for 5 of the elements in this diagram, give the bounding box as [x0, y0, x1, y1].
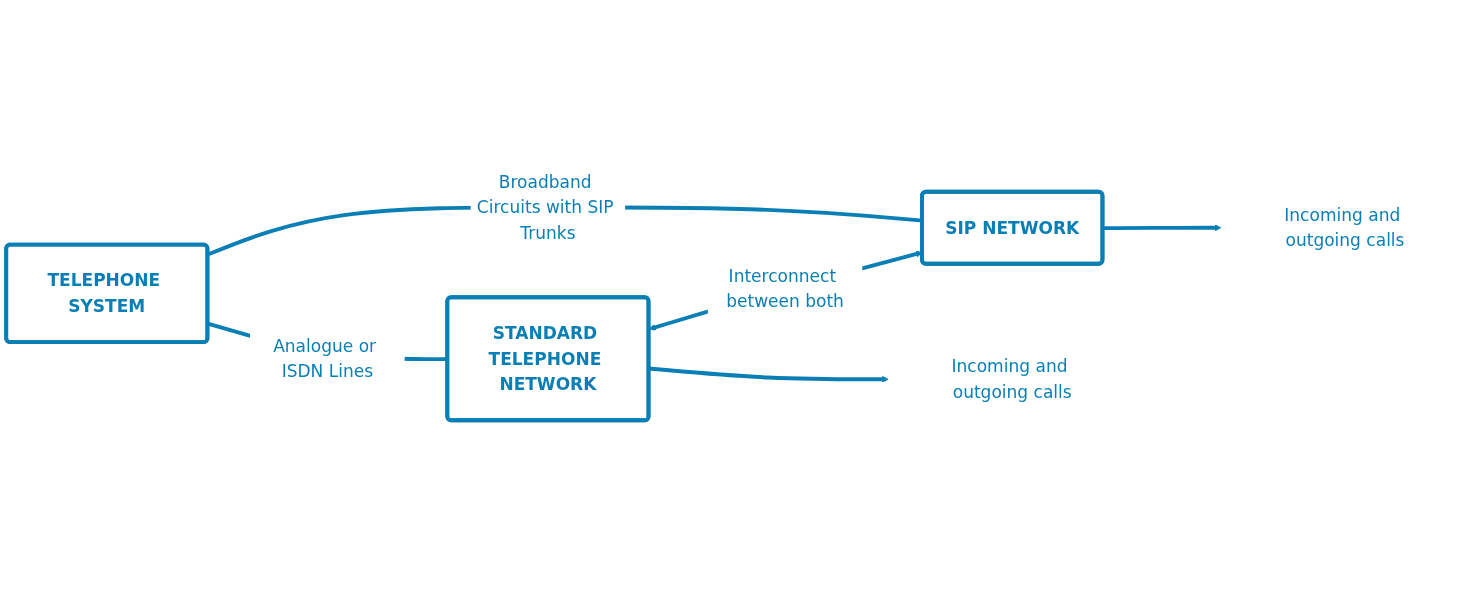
edge-label: Broadband Circuits with SIP Trunks — [476, 172, 614, 243]
node-text: Incoming and outgoing calls — [951, 356, 1072, 402]
edge-label: Interconnect between both — [726, 266, 844, 312]
node-text: Incoming and outgoing calls — [1284, 205, 1405, 251]
edge-label: Analogue or ISDN Lines — [273, 336, 377, 382]
